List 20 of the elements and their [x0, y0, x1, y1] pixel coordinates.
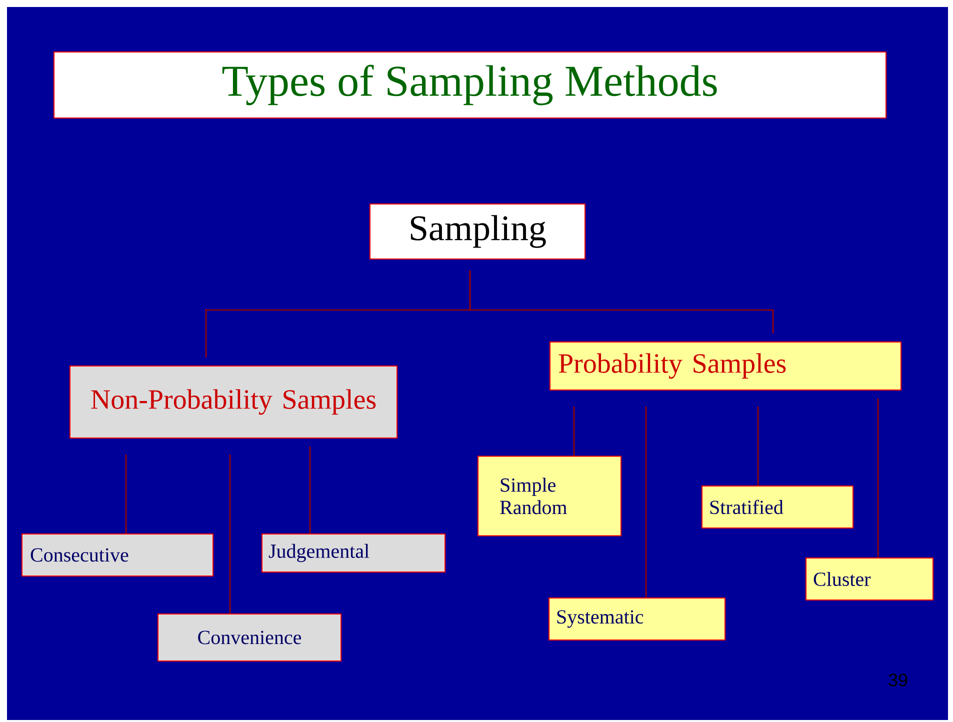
method-box: Simple Random [478, 456, 622, 536]
method-box: Convenience [158, 613, 342, 662]
root-box: Sampling [370, 204, 586, 260]
connector-line [125, 454, 127, 534]
method-box: Stratified [702, 485, 854, 528]
title-box: Types of Sampling Methods [54, 51, 886, 118]
connector-line [645, 406, 647, 598]
connector-line [877, 398, 879, 558]
category-box: Probability Samples [550, 341, 902, 390]
connector-line [309, 446, 311, 534]
connector-line [469, 270, 774, 334]
method-box: Cluster [806, 557, 934, 600]
connector-line [757, 406, 759, 486]
category-box: Non-Probability Samples [70, 365, 398, 438]
method-box: Consecutive [22, 533, 214, 576]
method-box: Judgemental [262, 533, 446, 572]
connector-line [573, 406, 575, 456]
connector-line [229, 454, 231, 614]
page-number: 39 [888, 674, 908, 686]
method-box: Systematic [548, 597, 726, 640]
